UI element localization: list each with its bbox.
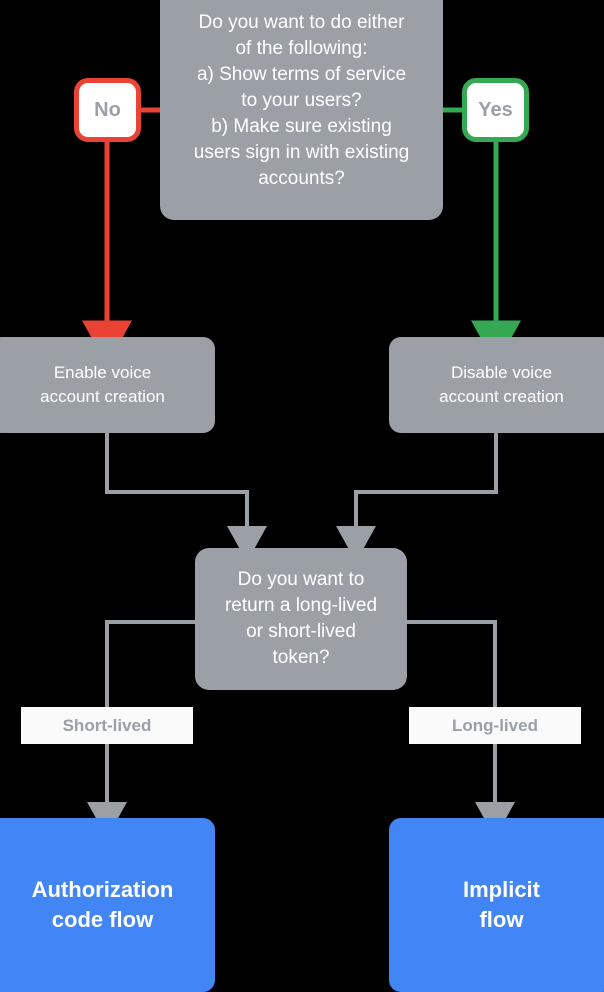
edge-question2-to-short-lived [105, 620, 195, 707]
edge-enable-to-question2 [105, 433, 267, 562]
edge-disable-to-question2 [336, 433, 498, 562]
branch-label-no[interactable]: No [74, 78, 141, 142]
process-node-disable-voice-account-creation[interactable]: Disable voice account creation [389, 337, 604, 433]
branch-label-yes[interactable]: Yes [462, 78, 529, 142]
terminal-node-implicit-flow[interactable]: Implicit flow [389, 818, 604, 992]
terminal-node-authorization-code-flow[interactable]: Authorization code flow [0, 818, 215, 992]
decision-node-question-two[interactable]: Do you want to return a long-lived or sh… [195, 548, 407, 690]
edge-label-short-lived: Short-lived [21, 707, 193, 744]
edge-label-long-lived: Long-lived [409, 707, 581, 744]
decision-node-question-one[interactable]: Do you want to do either of the followin… [160, 0, 443, 220]
edge-question2-to-long-lived [407, 620, 497, 707]
process-node-enable-voice-account-creation[interactable]: Enable voice account creation [0, 337, 215, 433]
